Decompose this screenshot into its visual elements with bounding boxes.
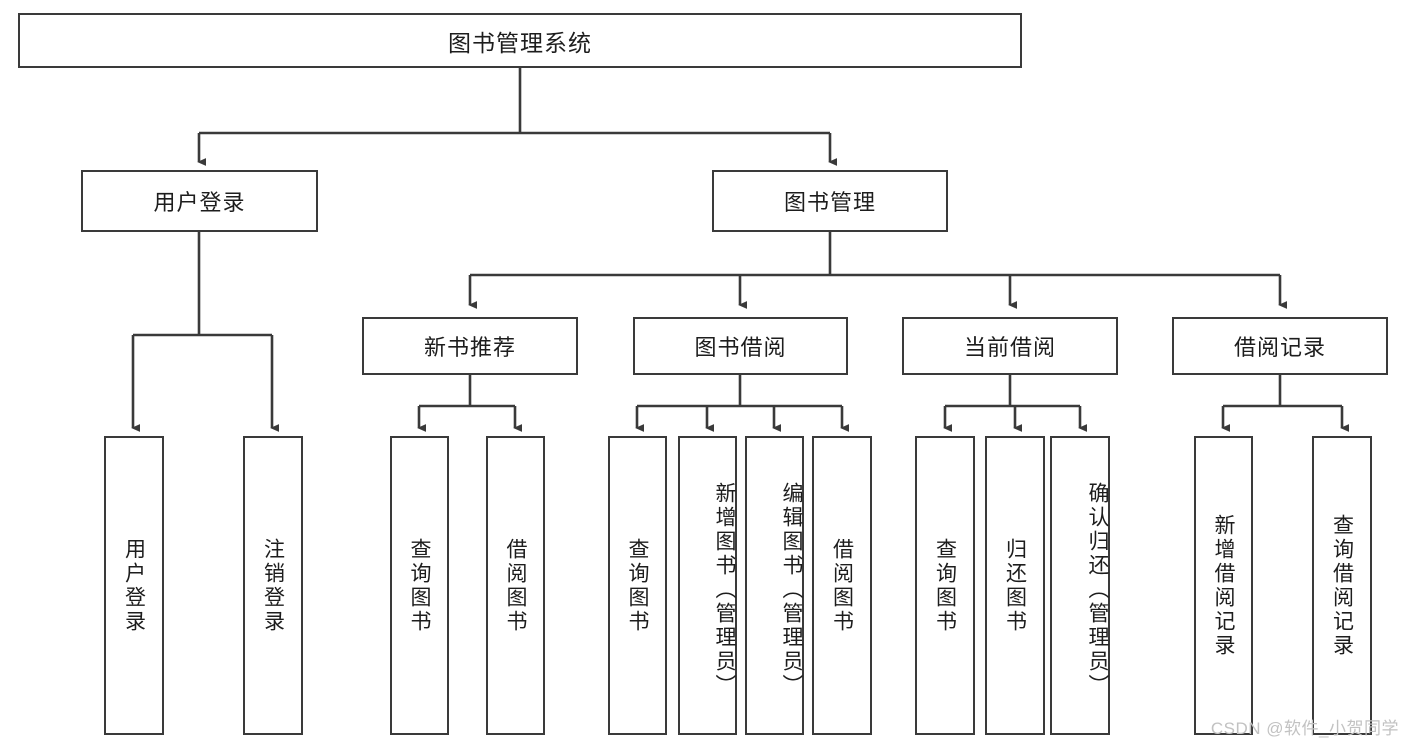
leaf-query-borrow-record[interactable]: 查询借阅记录 bbox=[1312, 436, 1372, 735]
leaf-borrow-book-recommend[interactable]: 借阅图书 bbox=[486, 436, 545, 735]
leaf-label: 新增借阅记录 bbox=[1212, 513, 1235, 658]
csdn-watermark: CSDN @软件_小贺同学 bbox=[1210, 719, 1399, 738]
leaf-label: 编辑图书（管理员） bbox=[780, 481, 803, 698]
node-label: 图书管理系统 bbox=[448, 29, 592, 56]
node-label: 图书借阅 bbox=[694, 335, 787, 360]
node-book-borrow[interactable]: 图书借阅 bbox=[633, 317, 848, 375]
leaf-label: 借阅图书 bbox=[504, 537, 527, 634]
leaf-return-book[interactable]: 归还图书 bbox=[985, 436, 1045, 735]
leaf-confirm-return-admin[interactable]: 确认归还（管理员） bbox=[1050, 436, 1110, 735]
leaf-label: 用户登录 bbox=[122, 537, 146, 634]
node-borrow-record[interactable]: 借阅记录 bbox=[1172, 317, 1388, 375]
node-new-book-recommend[interactable]: 新书推荐 bbox=[362, 317, 578, 375]
node-label: 新书推荐 bbox=[423, 335, 516, 360]
leaf-label: 新增图书（管理员） bbox=[713, 481, 736, 698]
leaf-query-book-recommend[interactable]: 查询图书 bbox=[390, 436, 449, 735]
leaf-user-login[interactable]: 用户登录 bbox=[104, 436, 164, 735]
leaf-query-book-current[interactable]: 查询图书 bbox=[915, 436, 975, 735]
leaf-borrow-book[interactable]: 借阅图书 bbox=[812, 436, 872, 735]
node-label: 当前借阅 bbox=[963, 335, 1056, 360]
leaf-label: 查询图书 bbox=[626, 537, 649, 634]
leaf-add-book-admin[interactable]: 新增图书（管理员） bbox=[678, 436, 737, 735]
leaf-label: 查询借阅记录 bbox=[1330, 513, 1354, 658]
leaf-label: 归还图书 bbox=[1003, 537, 1027, 634]
node-user-login[interactable]: 用户登录 bbox=[81, 170, 318, 232]
node-label: 用户登录 bbox=[153, 190, 246, 215]
leaf-logout[interactable]: 注销登录 bbox=[243, 436, 303, 735]
node-root-book-management-system[interactable]: 图书管理系统 bbox=[18, 13, 1022, 68]
leaf-add-borrow-record[interactable]: 新增借阅记录 bbox=[1194, 436, 1253, 735]
node-book-management[interactable]: 图书管理 bbox=[712, 170, 948, 232]
node-label: 借阅记录 bbox=[1233, 335, 1326, 360]
node-label: 图书管理 bbox=[783, 190, 876, 215]
leaf-label: 借阅图书 bbox=[830, 537, 854, 634]
leaf-query-book-borrow[interactable]: 查询图书 bbox=[608, 436, 667, 735]
leaf-label: 查询图书 bbox=[933, 537, 957, 634]
leaf-label: 查询图书 bbox=[408, 537, 431, 634]
leaf-edit-book-admin[interactable]: 编辑图书（管理员） bbox=[745, 436, 804, 735]
leaf-label: 注销登录 bbox=[261, 537, 285, 634]
leaf-label: 确认归还（管理员） bbox=[1086, 481, 1109, 698]
node-current-borrow[interactable]: 当前借阅 bbox=[902, 317, 1118, 375]
